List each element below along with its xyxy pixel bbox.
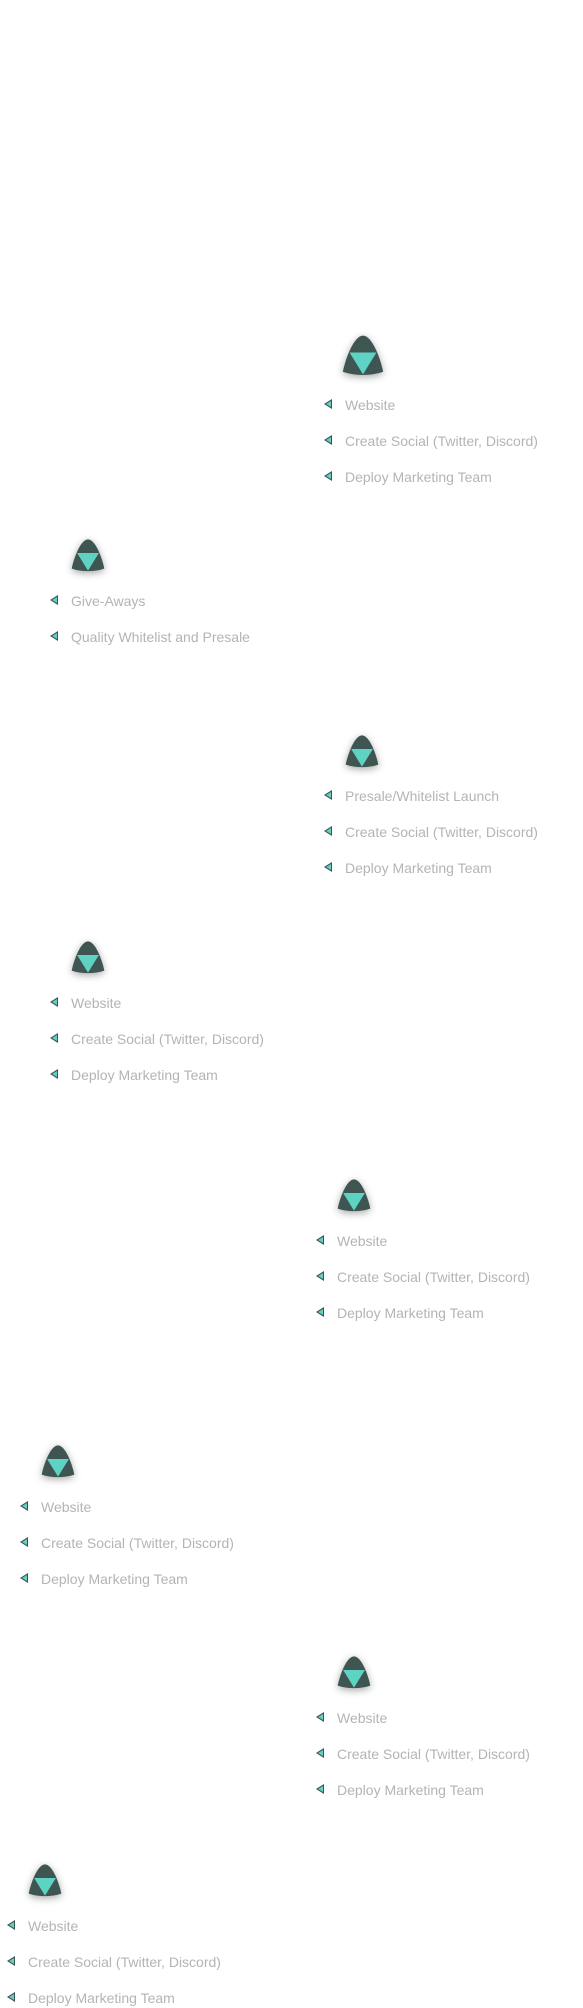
list-item-label: Website: [337, 1710, 388, 1726]
list-item-label: Website: [41, 1499, 92, 1515]
arrow-bullet-icon: [315, 1783, 325, 1795]
list-item-label: Create Social (Twitter, Discord): [28, 1954, 221, 1970]
arrow-bullet-icon: [6, 1919, 16, 1931]
list-item-label: Create Social (Twitter, Discord): [71, 1031, 264, 1047]
arrow-bullet-icon: [323, 470, 333, 482]
arrow-bullet-icon: [6, 1991, 16, 2003]
triangle-emblem-icon: [336, 1178, 372, 1212]
arrow-bullet-icon: [19, 1536, 29, 1548]
list-item-label: Create Social (Twitter, Discord): [41, 1535, 234, 1551]
list-item-label: Deploy Marketing Team: [345, 469, 492, 485]
triangle-emblem-icon: [70, 538, 106, 572]
arrow-bullet-icon: [315, 1234, 325, 1246]
list-item-label: Quality Whitelist and Presale: [71, 629, 250, 645]
list-item-label: Deploy Marketing Team: [337, 1782, 484, 1798]
arrow-bullet-icon: [323, 789, 333, 801]
triangle-emblem-icon: [27, 1863, 63, 1897]
arrow-bullet-icon: [315, 1270, 325, 1282]
list-item-label: Deploy Marketing Team: [71, 1067, 218, 1083]
list-item-label: Create Social (Twitter, Discord): [337, 1746, 530, 1762]
list-item-label: Website: [28, 1918, 79, 1934]
arrow-bullet-icon: [323, 861, 333, 873]
arrow-bullet-icon: [315, 1711, 325, 1723]
arrow-bullet-icon: [6, 1955, 16, 1967]
arrow-bullet-icon: [19, 1500, 29, 1512]
arrow-bullet-icon: [49, 1068, 59, 1080]
triangle-emblem-icon: [344, 734, 380, 768]
list-item-label: Deploy Marketing Team: [345, 860, 492, 876]
triangle-emblem-icon: [40, 1444, 76, 1478]
arrow-bullet-icon: [323, 398, 333, 410]
arrow-bullet-icon: [49, 1032, 59, 1044]
list-item-label: Deploy Marketing Team: [28, 1990, 175, 2006]
list-item-label: Website: [337, 1233, 388, 1249]
list-item-label: Presale/Whitelist Launch: [345, 788, 500, 804]
arrow-bullet-icon: [49, 630, 59, 642]
triangle-emblem-icon: [70, 940, 106, 974]
list-item-label: Deploy Marketing Team: [337, 1305, 484, 1321]
arrow-bullet-icon: [49, 594, 59, 606]
arrow-bullet-icon: [49, 996, 59, 1008]
list-item-label: Deploy Marketing Team: [41, 1571, 188, 1587]
list-item-label: Create Social (Twitter, Discord): [345, 824, 538, 840]
list-item-label: Create Social (Twitter, Discord): [345, 433, 538, 449]
triangle-emblem-icon: [340, 334, 386, 376]
list-item-label: Website: [345, 397, 396, 413]
arrow-bullet-icon: [315, 1747, 325, 1759]
arrow-bullet-icon: [19, 1572, 29, 1584]
list-item-label: Website: [71, 995, 122, 1011]
list-item-label: Give-Aways: [71, 593, 146, 609]
list-item-label: Create Social (Twitter, Discord): [337, 1269, 530, 1285]
arrow-bullet-icon: [323, 825, 333, 837]
arrow-bullet-icon: [323, 434, 333, 446]
arrow-bullet-icon: [315, 1306, 325, 1318]
triangle-emblem-icon: [336, 1655, 372, 1689]
